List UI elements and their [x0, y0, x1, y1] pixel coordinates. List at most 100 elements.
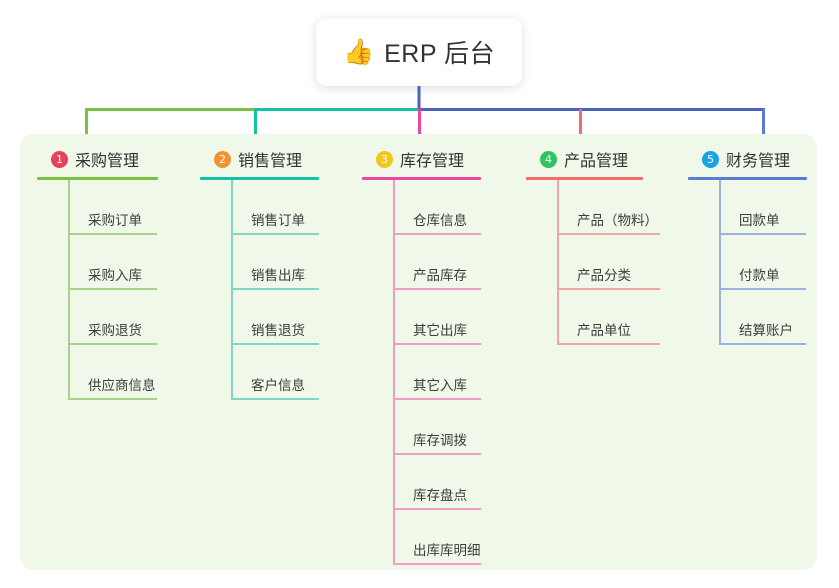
leaf-list-1: 采购订单采购入库采购退货供应商信息: [68, 180, 158, 400]
leaf-rule: [231, 233, 319, 235]
leaf-spine-5: [719, 180, 721, 345]
leaf-rule: [68, 398, 157, 400]
diagram-panel: [20, 134, 817, 570]
column-header-5[interactable]: 5 财务管理: [688, 146, 807, 172]
leaf-label: 其它入库: [413, 377, 467, 393]
leaf-rule: [68, 233, 157, 235]
leaf-label: 销售出库: [251, 267, 305, 283]
leaf-item[interactable]: 其它出库: [393, 290, 481, 345]
leaf-item[interactable]: 库存盘点: [393, 455, 481, 510]
leaf-rule: [68, 343, 157, 345]
column-header-4[interactable]: 4 产品管理: [526, 146, 658, 172]
thumbs-up-icon: 👍: [342, 37, 375, 66]
leaf-item[interactable]: 客户信息: [231, 345, 319, 400]
column-badge-5: 5: [702, 150, 719, 168]
column-title-3: 库存管理: [400, 153, 465, 170]
column-title-4: 产品管理: [564, 153, 629, 170]
column-2: 2 销售管理销售订单销售出库销售退货客户信息: [200, 146, 319, 400]
leaf-item[interactable]: 付款单: [719, 235, 807, 290]
leaf-item[interactable]: 库存调拨: [393, 400, 481, 455]
leaf-label: 库存盘点: [413, 487, 467, 503]
column-rule-4: [526, 177, 643, 180]
leaf-rule: [719, 288, 806, 290]
leaf-rule: [557, 343, 660, 345]
column-header-2[interactable]: 2 销售管理: [200, 146, 319, 172]
column-4: 4 产品管理产品（物料） 产品分类产品单位: [526, 146, 660, 345]
leaf-item[interactable]: 结算账户: [719, 290, 807, 345]
leaf-rule: [393, 453, 481, 455]
leaf-rule: [68, 288, 157, 290]
leaf-list-3: 仓库信息产品库存其它出库其它入库库存调拨库存盘点出库库明细: [393, 180, 481, 565]
leaf-rule: [393, 563, 481, 565]
leaf-label: 销售退货: [251, 322, 305, 338]
leaf-item[interactable]: 回款单: [719, 180, 807, 235]
column-title-2: 销售管理: [238, 153, 303, 170]
leaf-label: 其它出库: [413, 322, 467, 338]
root-node[interactable]: 👍 ERP 后台: [316, 18, 522, 86]
column-rule-2: [200, 177, 319, 180]
leaf-spine-3: [393, 180, 395, 565]
leaf-item[interactable]: 出库库明细: [393, 510, 481, 565]
leaf-item[interactable]: 采购退货: [68, 290, 158, 345]
leaf-item[interactable]: 产品库存: [393, 235, 481, 290]
leaf-item[interactable]: 产品单位: [557, 290, 660, 345]
leaf-label: 采购退货: [88, 322, 142, 338]
leaf-item[interactable]: 产品（物料）: [557, 180, 660, 235]
column-title-5: 财务管理: [726, 153, 791, 170]
column-3: 3 库存管理仓库信息产品库存其它出库其它入库库存调拨库存盘点出库库明细: [362, 146, 481, 565]
leaf-item[interactable]: 仓库信息: [393, 180, 481, 235]
leaf-item[interactable]: 销售出库: [231, 235, 319, 290]
column-rule-3: [362, 177, 481, 180]
leaf-rule: [393, 343, 481, 345]
leaf-rule: [393, 508, 481, 510]
leaf-label: 产品（物料）: [577, 212, 658, 228]
column-header-3[interactable]: 3 库存管理: [362, 146, 481, 172]
leaf-label: 回款单: [739, 212, 780, 228]
leaf-rule: [557, 288, 660, 290]
leaf-rule: [393, 398, 481, 400]
leaf-label: 产品库存: [413, 267, 467, 283]
leaf-rule: [557, 233, 660, 235]
leaf-rule: [231, 288, 319, 290]
leaf-item[interactable]: 销售退货: [231, 290, 319, 345]
leaf-label: 出库库明细: [413, 542, 481, 558]
column-rule-1: [37, 177, 158, 180]
leaf-rule: [231, 398, 319, 400]
leaf-label: 采购订单: [88, 212, 142, 228]
column-rule-5: [688, 177, 807, 180]
leaf-rule: [393, 233, 481, 235]
leaf-spine-1: [68, 180, 70, 400]
leaf-label: 库存调拨: [413, 432, 467, 448]
leaf-item[interactable]: 产品分类: [557, 235, 660, 290]
leaf-item[interactable]: 销售订单: [231, 180, 319, 235]
leaf-label: 付款单: [739, 267, 780, 283]
leaf-rule: [231, 343, 319, 345]
leaf-label: 客户信息: [251, 377, 305, 393]
column-badge-2: 2: [214, 150, 231, 168]
leaf-label: 仓库信息: [413, 212, 467, 228]
leaf-label: 采购入库: [88, 267, 142, 283]
leaf-item[interactable]: 采购入库: [68, 235, 158, 290]
leaf-item[interactable]: 其它入库: [393, 345, 481, 400]
leaf-label: 产品单位: [577, 322, 631, 338]
leaf-list-5: 回款单付款单结算账户: [719, 180, 807, 345]
leaf-spine-4: [557, 180, 559, 345]
leaf-item[interactable]: 供应商信息: [68, 345, 158, 400]
column-badge-4: 4: [540, 150, 557, 168]
leaf-label: 供应商信息: [88, 377, 156, 393]
column-5: 5 财务管理回款单付款单结算账户: [688, 146, 807, 345]
leaf-label: 销售订单: [251, 212, 305, 228]
root-title: ERP 后台: [384, 40, 496, 68]
leaf-label: 结算账户: [739, 322, 793, 338]
leaf-rule: [393, 288, 481, 290]
leaf-rule: [719, 233, 806, 235]
leaf-list-4: 产品（物料） 产品分类产品单位: [557, 180, 660, 345]
column-badge-3: 3: [376, 150, 393, 168]
leaf-spine-2: [231, 180, 233, 400]
leaf-list-2: 销售订单销售出库销售退货客户信息: [231, 180, 319, 400]
leaf-rule: [719, 343, 806, 345]
column-title-1: 采购管理: [75, 153, 140, 170]
leaf-item[interactable]: 采购订单: [68, 180, 158, 235]
